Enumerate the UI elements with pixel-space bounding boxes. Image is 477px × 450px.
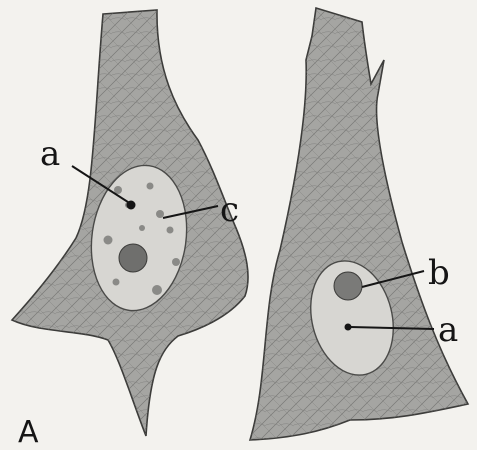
left-nucleolus — [119, 244, 147, 272]
label-left-c: c — [220, 190, 239, 230]
label-right-b: b — [428, 253, 450, 293]
right-neuron — [250, 8, 468, 440]
right-nucleolus — [334, 272, 362, 300]
left-neuron — [12, 10, 248, 436]
label-right-a: a — [438, 310, 458, 350]
panel-label: A — [18, 415, 39, 450]
dot-right-a — [345, 324, 352, 331]
dot-left-a — [127, 201, 136, 210]
label-left-a: a — [40, 134, 60, 174]
